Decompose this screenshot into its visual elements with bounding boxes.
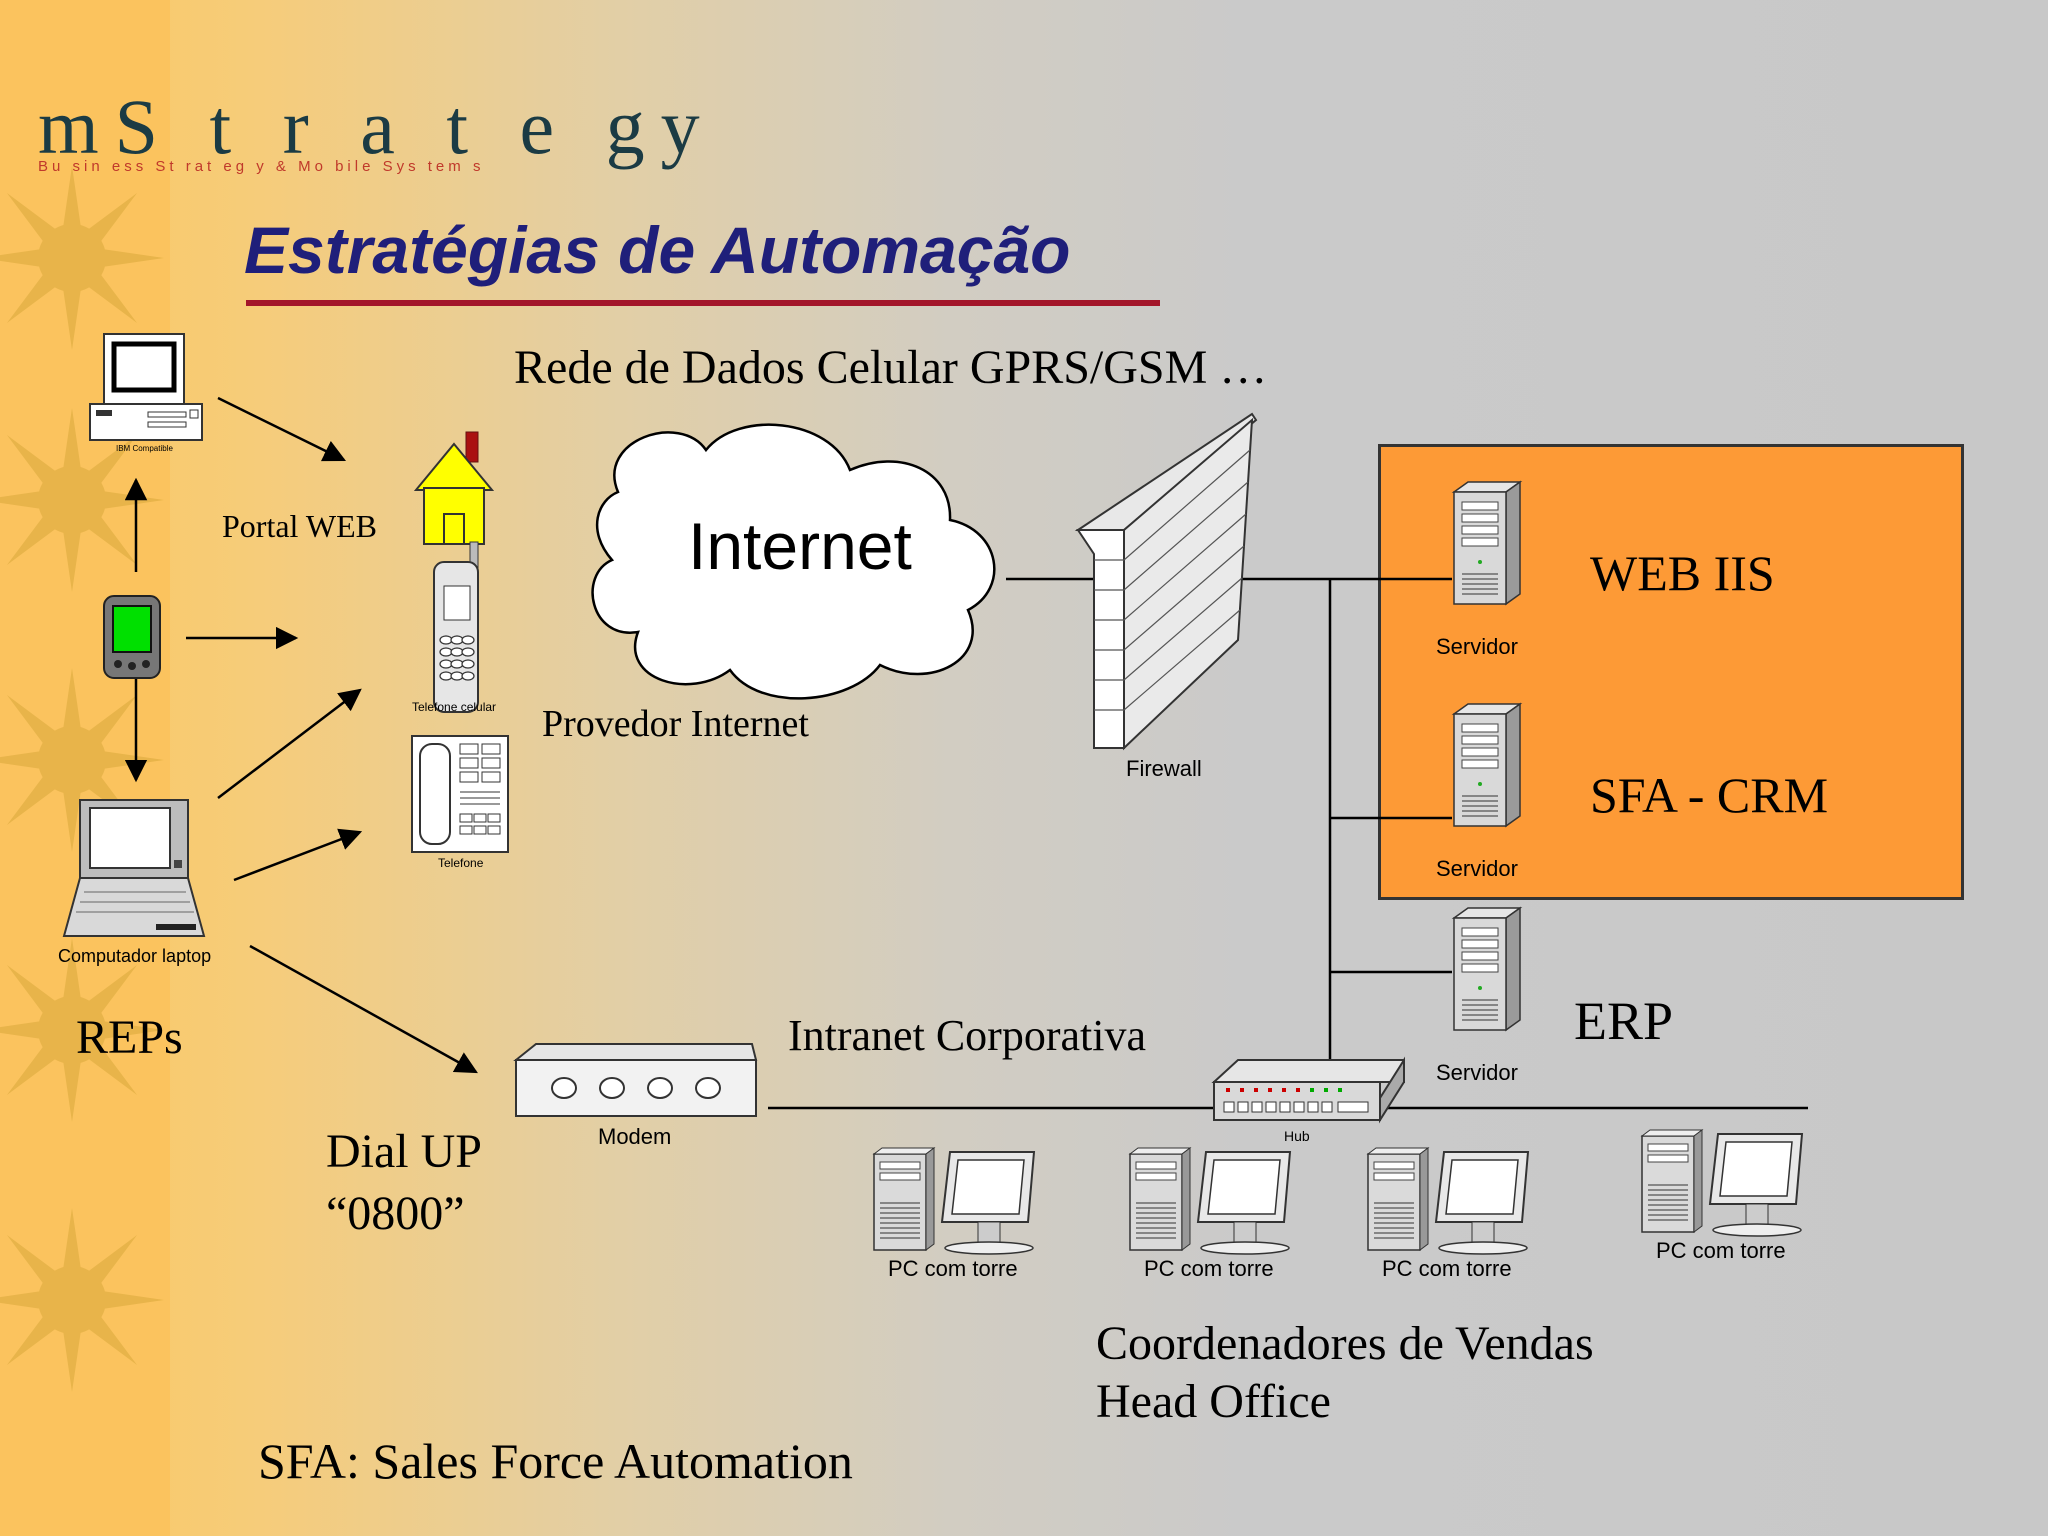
hub-icon xyxy=(1211,1056,1405,1124)
reps-label: REPs xyxy=(76,1011,183,1064)
hub-label: Hub xyxy=(1284,1128,1310,1144)
modem-label: Modem xyxy=(598,1124,672,1149)
pc-label: PC com torre xyxy=(1382,1256,1512,1281)
modem-icon xyxy=(513,1043,758,1117)
logo-tagline: Bu sin ess St rat eg y & Mo bile Sys tem… xyxy=(38,158,485,175)
sfa-crm-label: SFA - CRM xyxy=(1590,767,1829,823)
phone-label: Telefone xyxy=(438,856,484,870)
cellphone-icon xyxy=(433,541,479,713)
cloud-icon xyxy=(591,423,996,700)
portal-label: Portal WEB xyxy=(222,508,377,544)
erp-label: ERP xyxy=(1574,991,1674,1051)
server-web-label: Servidor xyxy=(1436,634,1518,659)
pc-tower-icon xyxy=(1641,1129,1803,1237)
web-iis-label: WEB IIS xyxy=(1590,545,1775,601)
server-erp-label: Servidor xyxy=(1436,1060,1518,1085)
pc-tower-icon xyxy=(1129,1147,1291,1255)
network-label: Rede de Dados Celular GPRS/GSM … xyxy=(514,341,1268,394)
phone-icon xyxy=(411,735,509,853)
coord-label-line1: Coordenadores de Vendas xyxy=(1096,1317,1594,1370)
pc-label: PC com torre xyxy=(888,1256,1018,1281)
server-sfa-label: Servidor xyxy=(1436,856,1518,881)
pc-tower-icon xyxy=(1367,1147,1529,1255)
footer-note: SFA: Sales Force Automation xyxy=(258,1433,853,1489)
sun-icon xyxy=(0,938,164,1122)
internet-label: Internet xyxy=(688,509,912,583)
sun-icon xyxy=(0,166,164,350)
ibm-pc-icon xyxy=(89,333,203,441)
dialup-label-line1: Dial UP xyxy=(326,1125,482,1178)
coord-label-line2: Head Office xyxy=(1096,1375,1331,1428)
sun-icon xyxy=(0,408,164,592)
server-icon xyxy=(1453,907,1521,1031)
server-icon xyxy=(1453,481,1521,605)
house-icon xyxy=(413,431,495,545)
pc-label: PC com torre xyxy=(1656,1238,1786,1263)
cellphone-label: Telefone celular xyxy=(412,700,497,714)
page-title: Estratégias de Automação xyxy=(244,213,1071,287)
logo-brand: mS t r a t e gy xyxy=(38,83,716,170)
pc-label: PC com torre xyxy=(1144,1256,1274,1281)
provider-label: Provedor Internet xyxy=(542,703,809,745)
ibm-pc-label: IBM Compatible xyxy=(116,444,173,453)
laptop-label: Computador laptop xyxy=(58,946,212,966)
server-icon xyxy=(1453,703,1521,827)
title-underline xyxy=(246,300,1160,306)
firewall-icon xyxy=(1074,412,1258,751)
sun-decorations xyxy=(0,166,164,1392)
laptop-icon xyxy=(62,799,206,937)
firewall-label: Firewall xyxy=(1126,756,1202,781)
intranet-label: Intranet Corporativa xyxy=(788,1011,1146,1060)
sun-icon xyxy=(0,1208,164,1392)
pc-tower-icon xyxy=(873,1147,1035,1255)
dialup-label-line2: “0800” xyxy=(326,1187,465,1240)
pda-icon xyxy=(103,595,161,679)
